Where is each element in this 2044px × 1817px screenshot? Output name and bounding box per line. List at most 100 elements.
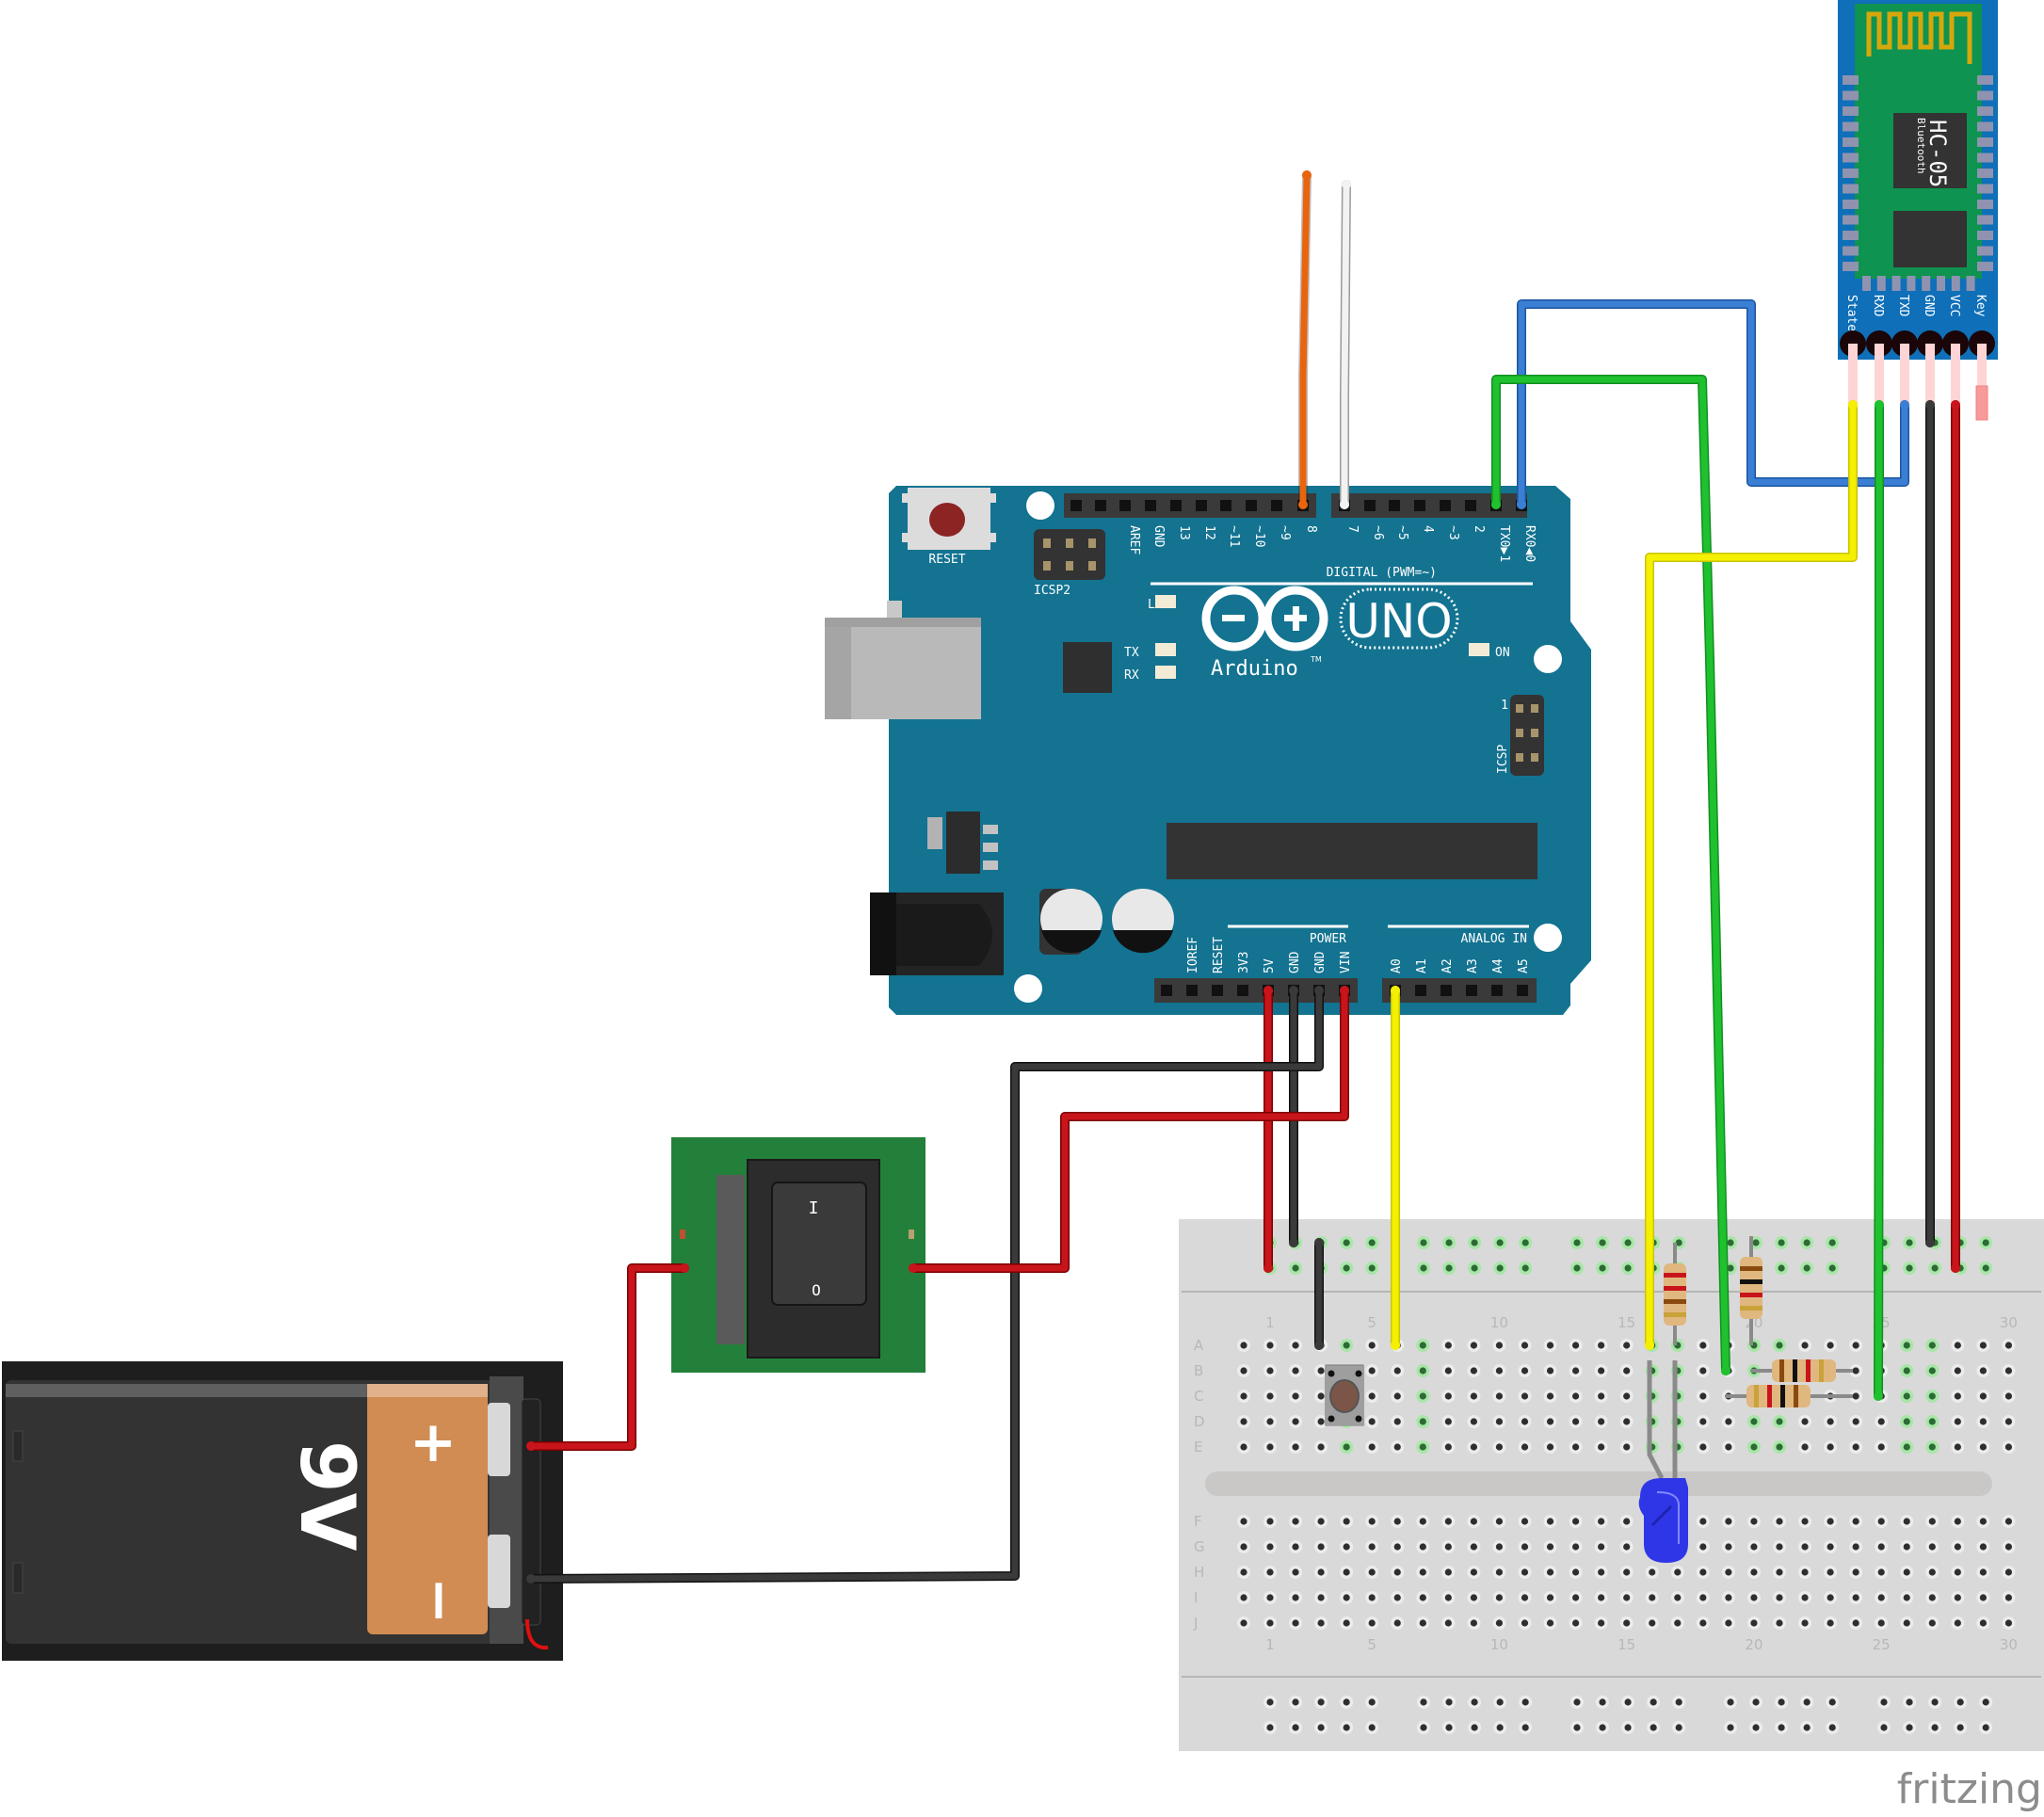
wire-end[interactable] <box>1391 986 1400 995</box>
header-pin[interactable] <box>1161 985 1172 996</box>
header-pin[interactable] <box>1237 985 1248 996</box>
wire-green-tx-breadboard[interactable] <box>1492 376 1730 1375</box>
hc05-pad <box>1977 121 1993 132</box>
header-pin[interactable] <box>1145 500 1156 511</box>
resistor-band <box>1754 1385 1759 1407</box>
header-pin[interactable] <box>1440 985 1452 996</box>
header-pin[interactable] <box>1212 985 1223 996</box>
resistor-band <box>1779 1359 1784 1382</box>
header-pin[interactable] <box>1246 500 1257 511</box>
wire-end[interactable] <box>1340 500 1349 509</box>
wire-end[interactable] <box>1342 180 1351 189</box>
wire-end[interactable] <box>1491 500 1501 509</box>
header-pin[interactable] <box>1364 500 1376 511</box>
header-pin[interactable] <box>1491 985 1503 996</box>
wire-end[interactable] <box>1289 986 1298 995</box>
header-pin[interactable] <box>1414 500 1425 511</box>
wire-end[interactable] <box>680 1263 689 1273</box>
wire-end[interactable] <box>526 1574 536 1584</box>
mounting-hole <box>1534 645 1562 673</box>
pushbutton[interactable] <box>1325 1364 1364 1426</box>
header-pin[interactable] <box>1440 500 1451 511</box>
wire-end[interactable] <box>1900 400 1909 410</box>
reset-button[interactable] <box>902 488 996 550</box>
wire-end[interactable] <box>1263 986 1273 995</box>
wire-end[interactable] <box>1263 1263 1273 1273</box>
hc05-pad <box>1977 246 1993 256</box>
wire-orange-d8[interactable] <box>1299 171 1311 508</box>
wire-end[interactable] <box>1875 400 1884 410</box>
wire-black-battery[interactable] <box>527 987 1323 1583</box>
wire-end[interactable] <box>1340 986 1349 995</box>
header-pin[interactable] <box>1095 500 1106 511</box>
digital-pin-label: GND <box>1151 525 1166 548</box>
wire-end[interactable] <box>1314 1341 1324 1350</box>
wire-end[interactable] <box>1721 1366 1730 1375</box>
wire-end[interactable] <box>1925 400 1935 410</box>
key-pin-end <box>1975 385 1988 421</box>
wire-end[interactable] <box>1874 1391 1883 1401</box>
wire-end[interactable] <box>1951 1263 1960 1273</box>
wire-end[interactable] <box>1314 986 1324 995</box>
header-pin[interactable] <box>1415 985 1426 996</box>
resistor-band <box>1780 1385 1785 1407</box>
header-pin[interactable] <box>1186 985 1198 996</box>
header-pin[interactable] <box>1517 985 1528 996</box>
trademark: TM <box>1310 655 1322 664</box>
digital-pin-label: 8 <box>1304 525 1318 533</box>
hc05-pad <box>1843 231 1859 240</box>
power-pin-label: 5V <box>1263 958 1277 973</box>
hc05-pad <box>1977 200 1993 209</box>
header-pin[interactable] <box>1220 500 1231 511</box>
hc05-pad <box>1977 137 1993 147</box>
analog-pin-label: A1 <box>1415 958 1429 973</box>
hc05-pad <box>1977 184 1993 194</box>
wire-end[interactable] <box>1517 500 1526 509</box>
wire-end[interactable] <box>909 1263 918 1273</box>
wire-white-d7[interactable] <box>1341 181 1350 508</box>
hc05-pad <box>1843 137 1859 147</box>
wire-end[interactable] <box>1302 170 1312 180</box>
header-pin[interactable] <box>1465 500 1476 511</box>
rocker-switch[interactable]: I O <box>671 1137 925 1373</box>
header-pin[interactable] <box>1196 500 1207 511</box>
wire-end[interactable] <box>1298 500 1308 509</box>
resistor-band <box>1793 1359 1797 1382</box>
column-number: 30 <box>2000 1314 2018 1331</box>
wire-end[interactable] <box>1391 1341 1400 1350</box>
resistor-band <box>1740 1266 1762 1271</box>
hc05-pad <box>1977 231 1993 240</box>
hc05-pad <box>1876 276 1886 291</box>
power-pin-label: GND <box>1288 951 1302 973</box>
power-pin-label: IOREF <box>1186 937 1200 973</box>
wire-end[interactable] <box>526 1441 536 1451</box>
wire-blue-rx-txd[interactable] <box>1518 300 1908 508</box>
switch-rocker[interactable] <box>771 1182 867 1306</box>
header-pin[interactable] <box>1119 500 1131 511</box>
wire-end[interactable] <box>1951 400 1960 410</box>
wire-green-rxd-breadboard[interactable] <box>1875 401 1883 1400</box>
wire-red-vin-switch[interactable] <box>909 987 1348 1272</box>
wire-end[interactable] <box>1314 1238 1324 1247</box>
hc05-pad <box>1843 215 1859 225</box>
wire-yellow-state[interactable] <box>1646 401 1857 1349</box>
hc05-pad <box>1843 75 1859 85</box>
header-pin[interactable] <box>1271 500 1282 511</box>
wire-end[interactable] <box>1645 1341 1654 1350</box>
hc05-pad <box>1977 75 1993 85</box>
header-pin[interactable] <box>1070 500 1082 511</box>
wire-red-battery-switch[interactable] <box>527 1264 688 1450</box>
column-number: 1 <box>1265 1314 1275 1331</box>
wire-end[interactable] <box>1848 400 1858 410</box>
header-pin[interactable] <box>1389 500 1400 511</box>
wire-end[interactable] <box>1289 1238 1298 1247</box>
header-pin[interactable] <box>1466 985 1477 996</box>
switch-off-mark: O <box>812 1281 821 1299</box>
analog-pin-label: A0 <box>1390 958 1404 973</box>
resistor-band <box>1740 1306 1762 1310</box>
led-tx-label: TX <box>1124 646 1139 660</box>
battery-copper-cap <box>367 1384 488 1634</box>
header-pin[interactable] <box>1170 500 1182 511</box>
wire-end[interactable] <box>1925 1238 1935 1247</box>
